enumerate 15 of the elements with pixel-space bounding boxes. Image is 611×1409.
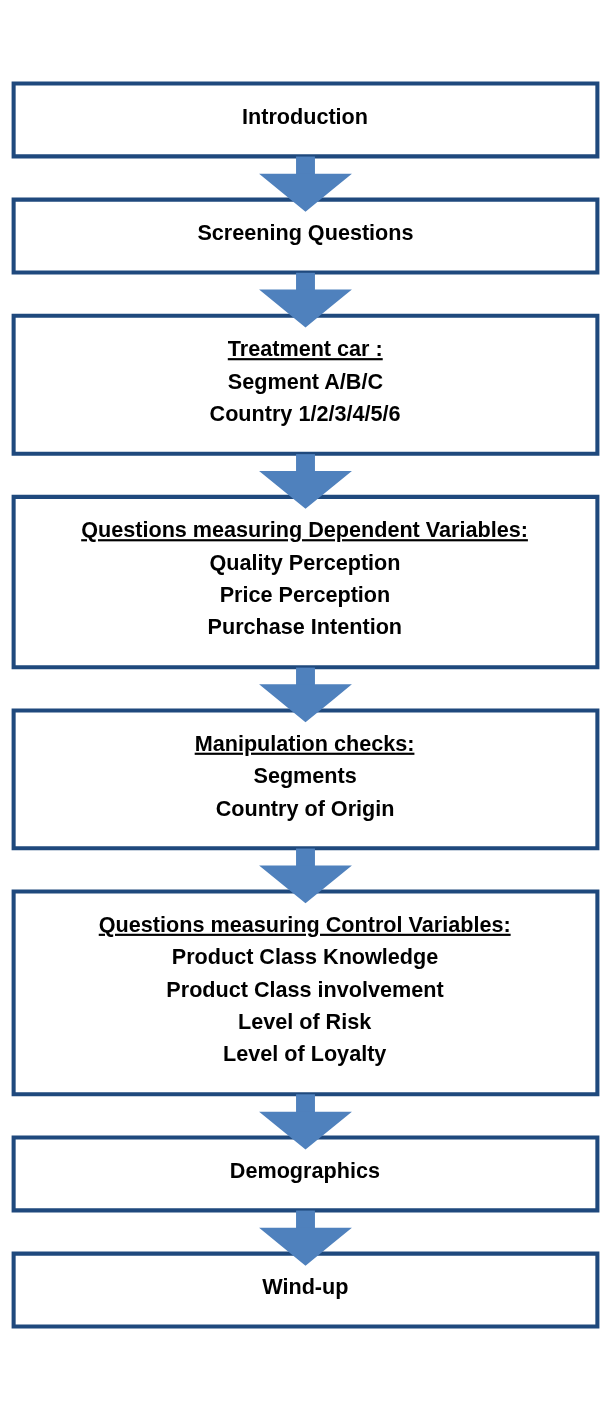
node-box: Manipulation checks: Segments Country of Origin <box>11 707 600 850</box>
arrow <box>259 1093 352 1150</box>
node-box: Questions measuring Dependent Variables: Quality Perception Price Perception Purchase Intention <box>11 494 600 669</box>
arrow <box>259 1210 352 1266</box>
arrow <box>259 848 352 903</box>
arrow <box>259 667 352 722</box>
node-box: Introduction <box>11 80 600 158</box>
arrow <box>259 453 352 509</box>
node-box: Screening Questions <box>11 197 600 275</box>
arrow <box>259 156 352 212</box>
arrow <box>259 272 352 327</box>
node-box: Questions measuring Control Variables: Product Class Knowledge Product Class involvement Level of Risk Level of Loyalty <box>11 888 600 1096</box>
node-box: Treatment car : Segment A/B/C Country 1/2/3/4/5/6 <box>11 313 600 456</box>
node-box: Demographics <box>11 1134 600 1212</box>
node-box: Wind-up <box>11 1251 600 1329</box>
